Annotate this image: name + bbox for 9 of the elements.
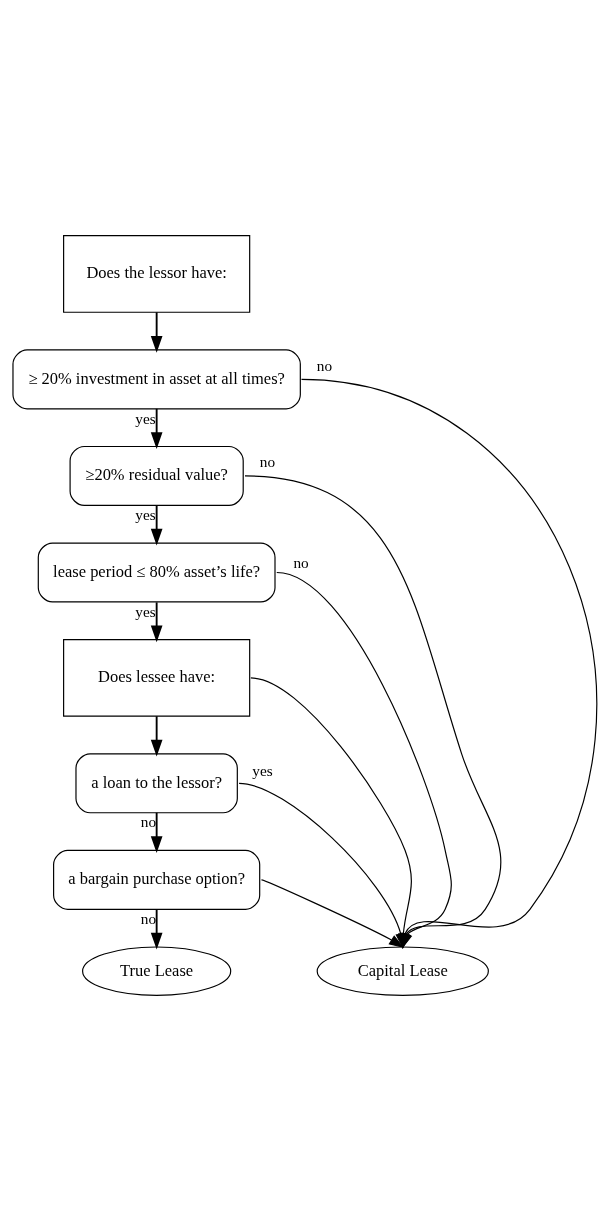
edge-label: no xyxy=(316,356,333,374)
edge-label: yes xyxy=(135,602,156,620)
edge-label: yes xyxy=(135,505,156,523)
edge-label: yes xyxy=(252,761,273,779)
edge-label: no xyxy=(140,909,157,927)
edge-label: yes xyxy=(135,409,156,427)
edge-label: no xyxy=(140,812,157,830)
edge-label: no xyxy=(259,452,276,470)
edge-label: no xyxy=(293,553,309,571)
